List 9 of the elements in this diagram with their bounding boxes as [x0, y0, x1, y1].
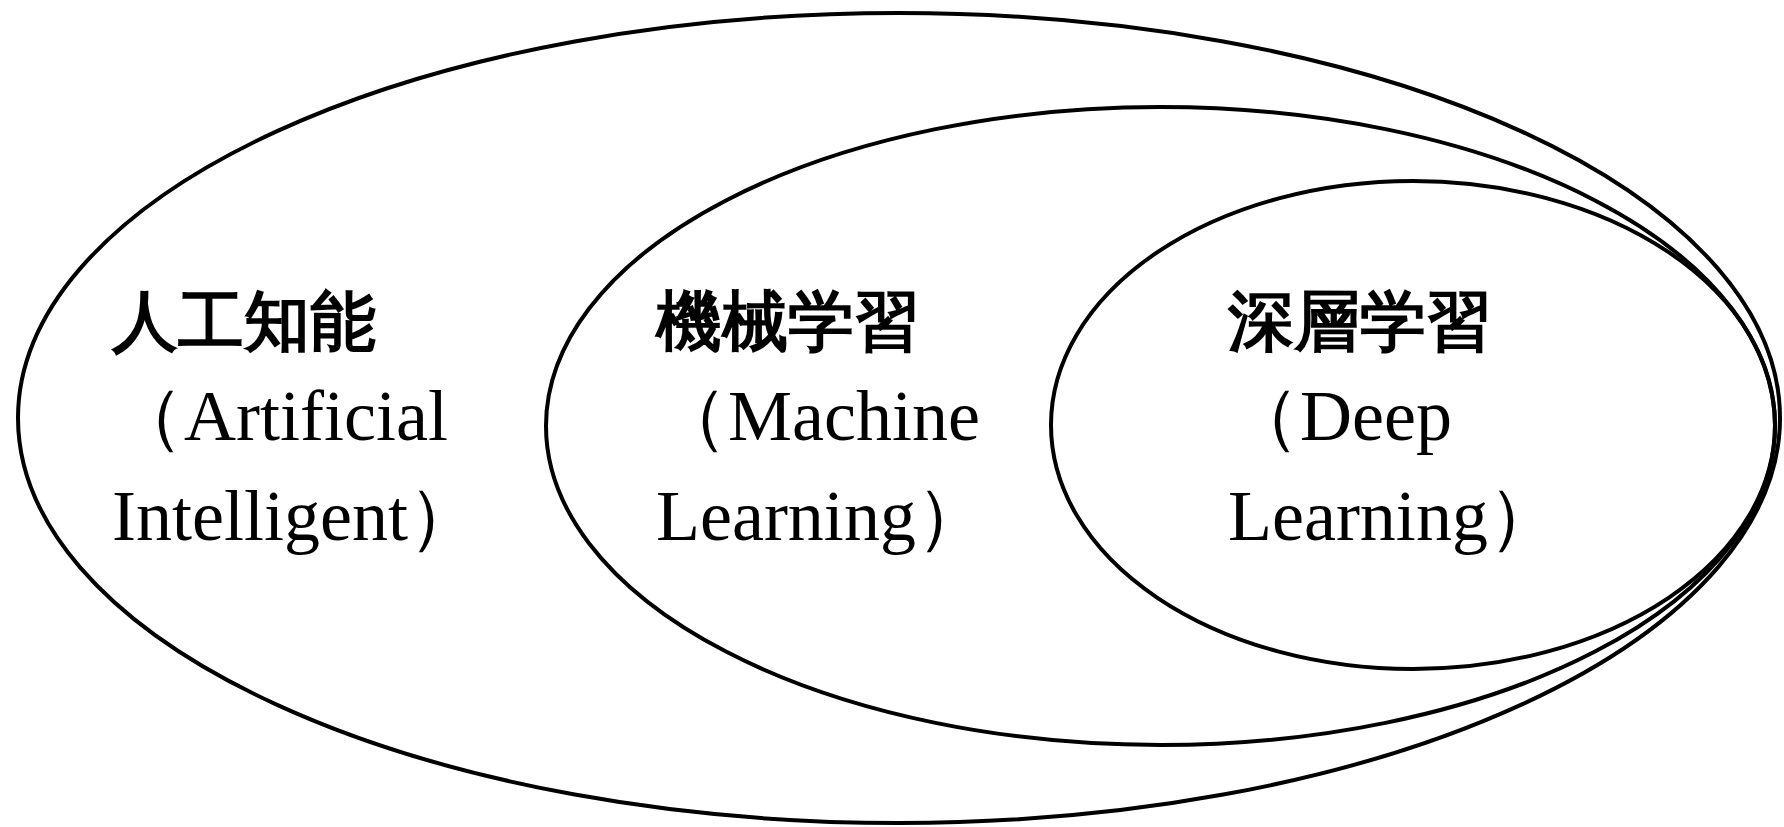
- category-heading: 人工知能: [112, 282, 377, 362]
- category-subtitle: （Machine Learning）: [656, 375, 989, 558]
- set-ellipse: [16, 11, 1782, 825]
- set-ellipse: [1049, 179, 1777, 671]
- category-heading: 機械学習: [656, 282, 921, 362]
- set-ellipse: [544, 105, 1777, 747]
- category-subtitle: （Artificial Intelligent）: [112, 375, 481, 558]
- category-heading: 深層学習: [1228, 282, 1493, 362]
- category-subtitle: （Deep Learning）: [1228, 375, 1561, 558]
